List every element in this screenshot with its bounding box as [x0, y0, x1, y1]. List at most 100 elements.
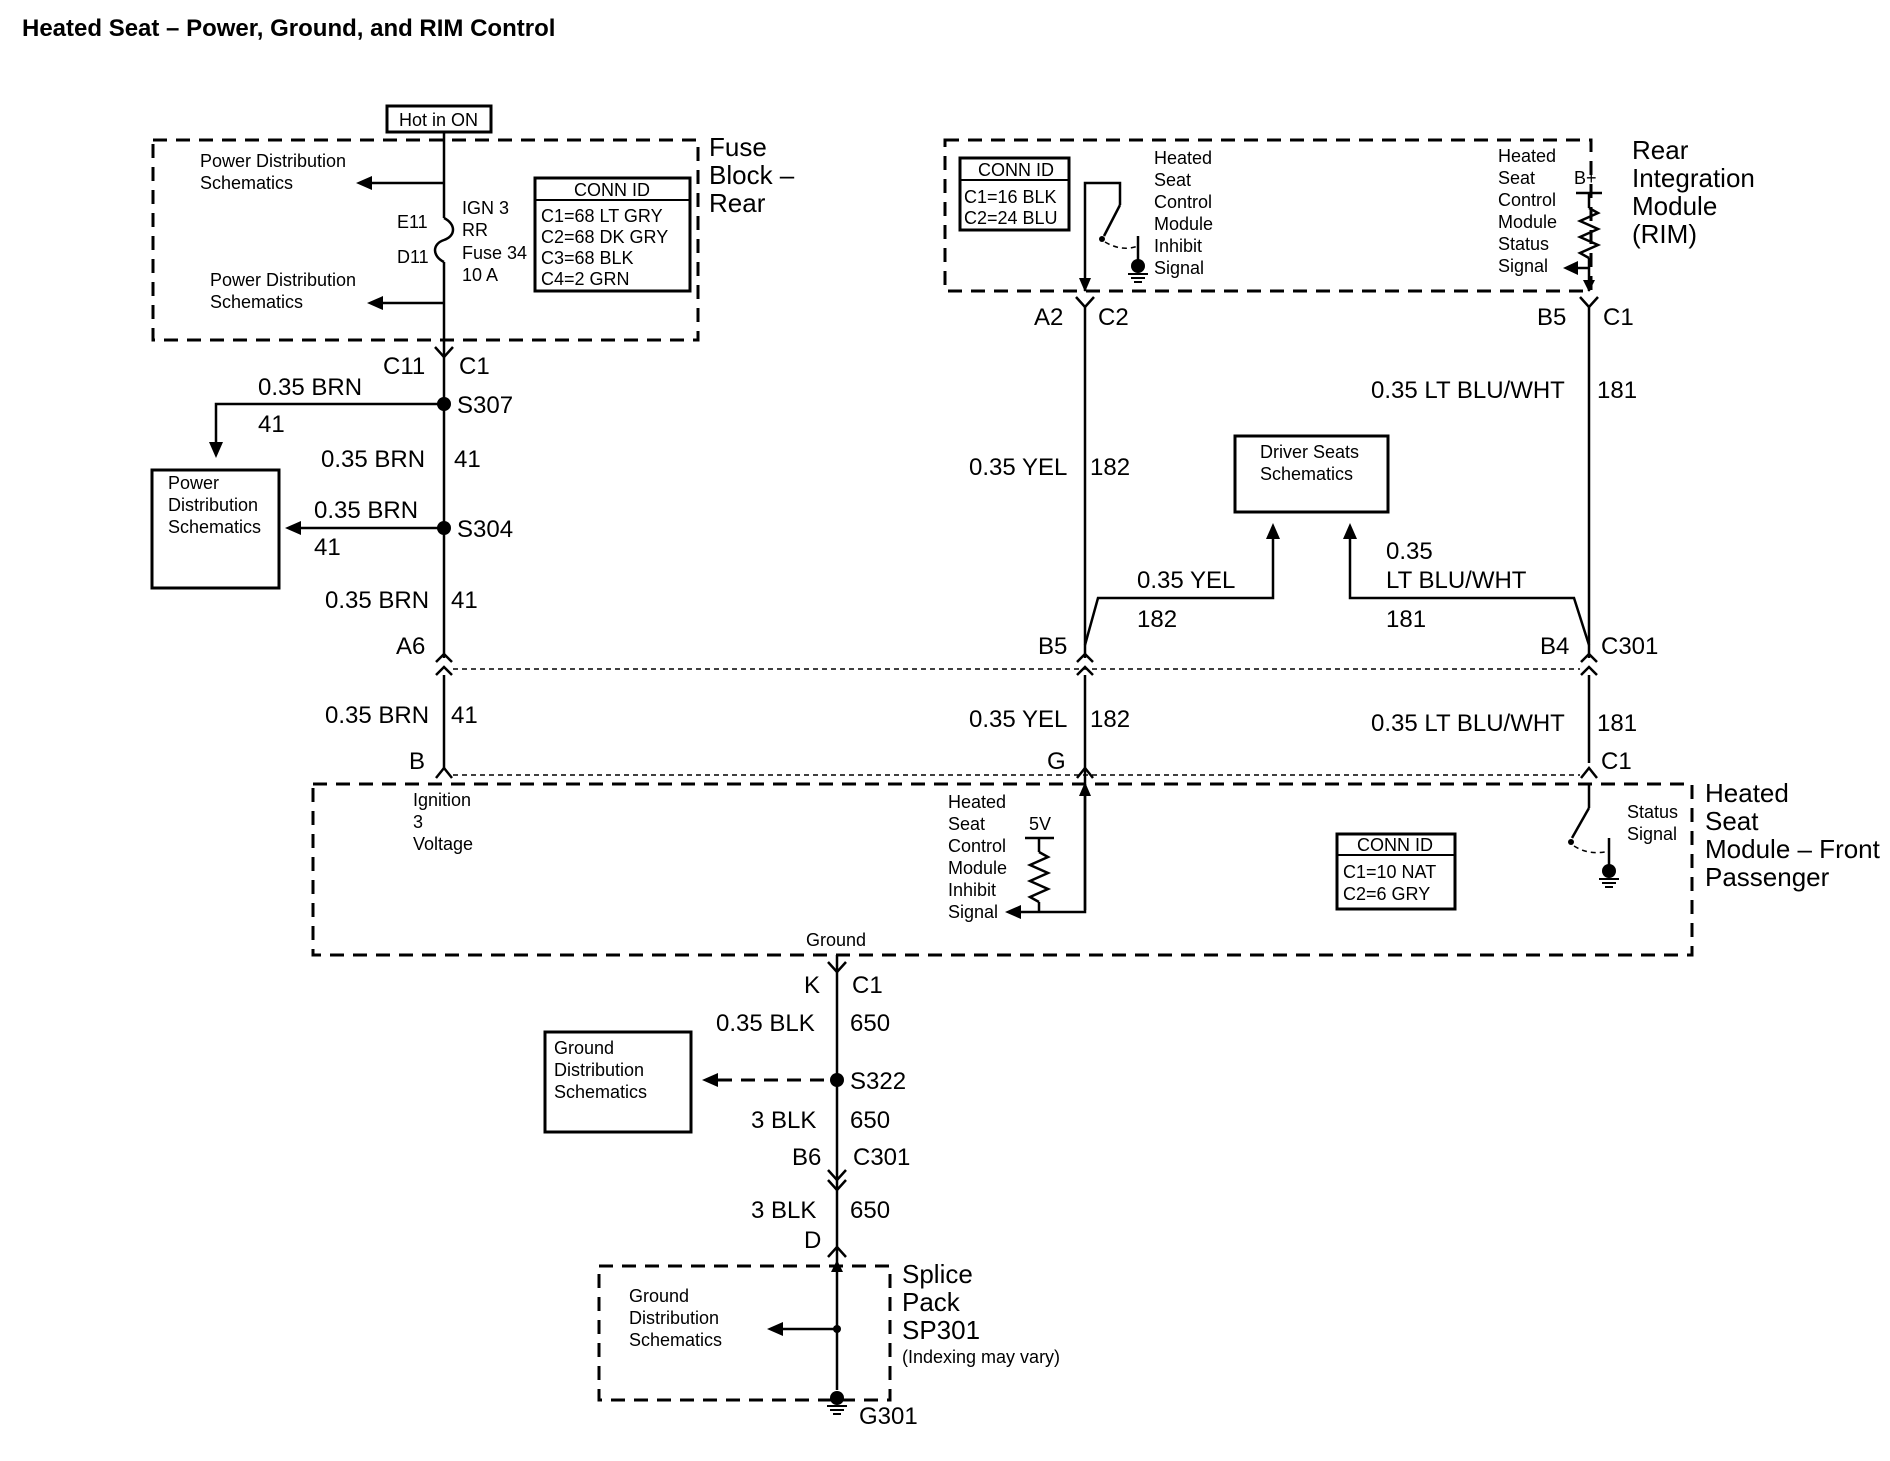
fuse-label-4: 10 A	[462, 265, 498, 285]
splice-pack-pin-d-icon	[827, 1245, 847, 1258]
fuse-block-name-1: Fuse	[709, 132, 767, 162]
fuse-block-rear: Hot in ON Power Distribution Schematics …	[151, 104, 795, 342]
module-pin-g-icon	[1076, 765, 1094, 779]
wire-label-yel: 0.35 YEL	[969, 454, 1067, 481]
fuse-conn-id-line: C4=2 GRN	[541, 269, 630, 289]
five-volt-label: 5V	[1029, 814, 1051, 834]
wire-label-lt-blu-wht: 0.35 LT BLU/WHT	[1371, 377, 1565, 404]
wire-circuit-650: 650	[850, 1107, 890, 1134]
heated-seat-module-front-passenger: Ignition 3 Voltage Heated Seat Control M…	[311, 778, 1881, 957]
splice-pack-name-4: (Indexing may vary)	[902, 1347, 1060, 1367]
rim-inhibit-ground-icon	[1131, 259, 1145, 273]
power-dist-box-line-3: Schematics	[168, 517, 261, 537]
fuse-label-3: Fuse 34	[462, 243, 527, 263]
rim-status-label: Control	[1498, 190, 1556, 210]
c301-conn-label: C301	[1601, 633, 1658, 660]
rim-name-4: (RIM)	[1632, 219, 1697, 249]
wire-label-blk: 3 BLK	[751, 1107, 816, 1134]
wire-circuit-182: 182	[1090, 706, 1130, 733]
module-inhibit-label: Inhibit	[948, 880, 996, 900]
fuse-conn-id-line: C3=68 BLK	[541, 248, 634, 268]
fuse-conn-id-header: CONN ID	[574, 180, 650, 200]
rim-status-arrow-icon	[1563, 261, 1578, 275]
connector-a2-icon	[1075, 296, 1095, 309]
wire-circuit-181: 181	[1597, 710, 1637, 737]
hot-in-on-label-box	[385, 104, 493, 134]
connector-pin-c11: C11	[383, 353, 425, 380]
module-name-1: Heated	[1705, 778, 1789, 808]
module-conn-c1: C1	[1601, 748, 1632, 775]
module-conn-id-header: CONN ID	[1357, 835, 1433, 855]
splice-pack-name-2: Pack	[902, 1287, 961, 1317]
wire-label-blk: 3 BLK	[751, 1197, 816, 1224]
rim-status-label: Module	[1498, 212, 1557, 232]
power-dist-box-line-1: Power	[168, 473, 219, 493]
rim-bplus-label: B+	[1574, 168, 1597, 188]
c301-pin-a6: A6	[396, 633, 425, 660]
ground-dist-line-1: Ground	[554, 1038, 614, 1058]
ground-dist-arrow-icon	[702, 1073, 718, 1087]
status-label-2: Signal	[1627, 824, 1677, 844]
power-dist-1-arrow-icon	[356, 176, 372, 190]
wire-label-blk: 0.35 BLK	[716, 1010, 815, 1037]
driver-seats-line-1: Driver Seats	[1260, 442, 1359, 462]
splice-pack-name-1: Splice	[902, 1259, 973, 1289]
splice-pack-sp301: Ground Distribution Schematics Splice Pa…	[597, 1259, 1060, 1402]
rim-inhibit-label: Heated	[1154, 148, 1212, 168]
power-dist-2-label-2: Schematics	[210, 292, 303, 312]
wire-label-lt-blu-wht-b: LT BLU/WHT	[1386, 567, 1527, 594]
wire-label-lt-blu-wht-a: 0.35	[1386, 538, 1433, 565]
splice-s304-label: S304	[457, 516, 513, 543]
module-conn-id-box	[1335, 832, 1457, 911]
module-conn-id-line: C1=10 NAT	[1343, 862, 1436, 882]
rim-conn-c1: C1	[1603, 304, 1634, 331]
module-name-2: Seat	[1705, 806, 1759, 836]
status-label-1: Status	[1627, 802, 1678, 822]
power-distribution-box	[150, 468, 281, 590]
module-pin-b-icon	[435, 765, 453, 779]
module-inhibit-label: Seat	[948, 814, 985, 834]
c301-pin-a6-icon	[435, 652, 453, 676]
wire-label-yel: 0.35 YEL	[969, 706, 1067, 733]
wire-label-brn: 0.35 BRN	[321, 446, 425, 473]
wire-circuit-650: 650	[850, 1197, 890, 1224]
splice-gd-line-2: Distribution	[629, 1308, 719, 1328]
ground-g301-label: G301	[859, 1403, 918, 1430]
blu-branch-driver-seats	[1348, 537, 1591, 646]
module-pin-c1-icon	[1580, 765, 1598, 779]
fuse-block-boundary	[151, 138, 700, 342]
wire-circuit-650: 650	[850, 1010, 890, 1037]
fuse-label-1: IGN 3	[462, 198, 509, 218]
rim-inhibit-label: Control	[1154, 192, 1212, 212]
wire-circuit-182: 182	[1137, 606, 1177, 633]
fuse-label-2: RR	[462, 220, 488, 240]
ground-dist-line-2: Distribution	[554, 1060, 644, 1080]
rim-pin-a2: A2	[1034, 304, 1063, 331]
module-pin-g-arrow-icon	[1079, 782, 1091, 796]
wire-circuit-41: 41	[451, 702, 478, 729]
fuse-block-name-3: Rear	[709, 188, 766, 218]
driver-seats-arrow-icon	[1266, 523, 1280, 539]
wire-circuit-41: 41	[451, 587, 478, 614]
rim-inhibit-lead	[1083, 181, 1122, 291]
wire-circuit-41: 41	[258, 411, 285, 438]
connector-c1-label: C1	[459, 353, 490, 380]
splice-ground-dist-arrow-icon	[767, 1322, 783, 1336]
power-dist-1-label-2: Schematics	[200, 173, 293, 193]
fuse-icon	[433, 216, 455, 264]
rim-status-label: Signal	[1498, 256, 1548, 276]
ignition-label: Ignition	[413, 790, 471, 810]
fuse-pin-d11: D11	[397, 247, 429, 267]
power-dist-2-arrow-icon	[367, 296, 383, 310]
fuse-conn-id-line: C2=68 DK GRY	[541, 227, 668, 247]
module-conn-c1-out: C1	[852, 972, 883, 999]
splice-pack-boundary	[597, 1264, 892, 1402]
splice-pack-pin-d: D	[804, 1227, 821, 1254]
module-inhibit-label: Signal	[948, 902, 998, 922]
c301-conn2-label: C301	[853, 1144, 910, 1171]
module-pin-k: K	[804, 972, 820, 999]
brn-branch-s307	[214, 402, 444, 446]
wire-label-brn: 0.35 BRN	[314, 497, 418, 524]
power-dist-2-label-1: Power Distribution	[210, 270, 356, 290]
